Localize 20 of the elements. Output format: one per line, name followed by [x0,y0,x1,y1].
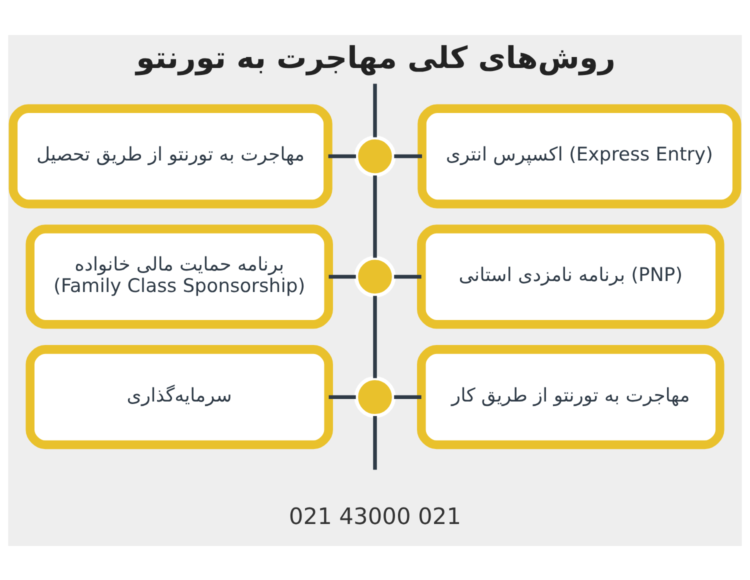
connector [328,394,356,398]
connector [373,83,377,137]
node-box: مهاجرت به تورنتو از طریق تحصیل [8,104,332,208]
node-circle [354,376,396,418]
connector [373,295,377,378]
node-box: برنامه نامزدی استانی (PNP) [417,224,724,328]
label: 021 43000 021 [288,503,462,530]
connector [328,154,356,158]
connector [394,154,422,158]
connector [373,416,377,470]
diagram-title: روش‌های کلی مهاجرت به تورنتو [136,40,616,76]
node-circle [354,256,396,297]
node-box: مهاجرت به تورنتو از طریق کار [417,344,724,449]
node-box: سرمایه‌گذاری [26,344,333,449]
node-box: اکسپرس انتری (Express Entry) [418,104,742,208]
connector [373,174,377,258]
node-circle [354,135,396,176]
connector [328,274,356,278]
connector [394,394,422,398]
connector [394,274,422,278]
